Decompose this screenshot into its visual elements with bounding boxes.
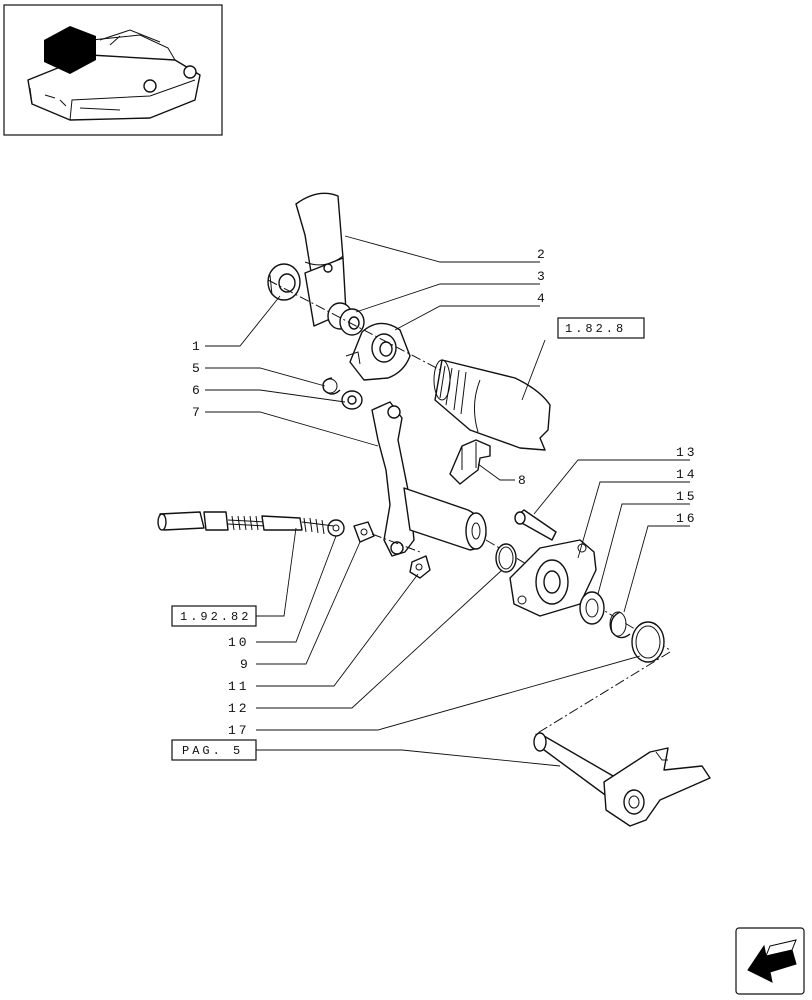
- part-7-operating-lever: [371, 401, 487, 557]
- part-1-nut: [267, 263, 301, 301]
- callout-5: 5: [192, 361, 203, 376]
- part-3-collar: [327, 302, 365, 336]
- ref-label-1-92-82: 1.92.82: [180, 610, 251, 624]
- splined-shaft: [433, 359, 551, 451]
- control-cable: [157, 511, 335, 535]
- part-6-washer: [341, 390, 363, 410]
- callout-11: 11: [228, 679, 250, 694]
- part-14-flange: [509, 539, 597, 617]
- callout-3: 3: [537, 269, 548, 284]
- callout-9: 9: [240, 657, 251, 672]
- fork-shaft: [533, 732, 711, 827]
- part-17-ring: [631, 621, 665, 663]
- callout-15: 15: [676, 489, 698, 504]
- callout-10: 10: [228, 635, 250, 650]
- ref-box-pag-5[interactable]: PAG. 5: [171, 739, 257, 761]
- previous-page-arrow-icon[interactable]: [735, 927, 805, 995]
- ref-label-pag-5: PAG. 5: [182, 744, 243, 758]
- callout-2: 2: [537, 247, 548, 262]
- callout-8: 8: [518, 473, 529, 488]
- ref-box-1-82-8[interactable]: 1.82.8: [557, 317, 645, 339]
- callout-4: 4: [537, 291, 548, 306]
- part-5-circlip: [322, 377, 341, 395]
- callout-1: 1: [192, 339, 203, 354]
- callout-16: 16: [676, 511, 698, 526]
- part-11-pin: [409, 555, 431, 579]
- part-16-circlip: [609, 611, 631, 639]
- part-12-o-ring: [495, 543, 517, 573]
- part-10-retainer: [327, 519, 345, 537]
- part-8-clip: [449, 439, 491, 485]
- callout-13: 13: [676, 445, 698, 460]
- callout-14: 14: [676, 467, 698, 482]
- callout-12: 12: [228, 701, 250, 716]
- part-4-bracket: [345, 322, 411, 381]
- assembly-thumbnail-icon[interactable]: [3, 4, 223, 136]
- callout-6: 6: [192, 383, 203, 398]
- part-15-bushing: [579, 591, 605, 625]
- leader-lines: [205, 235, 690, 767]
- part-9-clevis: [353, 521, 375, 543]
- ref-box-1-92-82[interactable]: 1.92.82: [171, 605, 257, 627]
- ref-label-1-82-8: 1.82.8: [565, 322, 626, 336]
- callout-17: 17: [228, 723, 250, 738]
- part-13-bolt: [514, 509, 557, 541]
- callout-7: 7: [192, 405, 203, 420]
